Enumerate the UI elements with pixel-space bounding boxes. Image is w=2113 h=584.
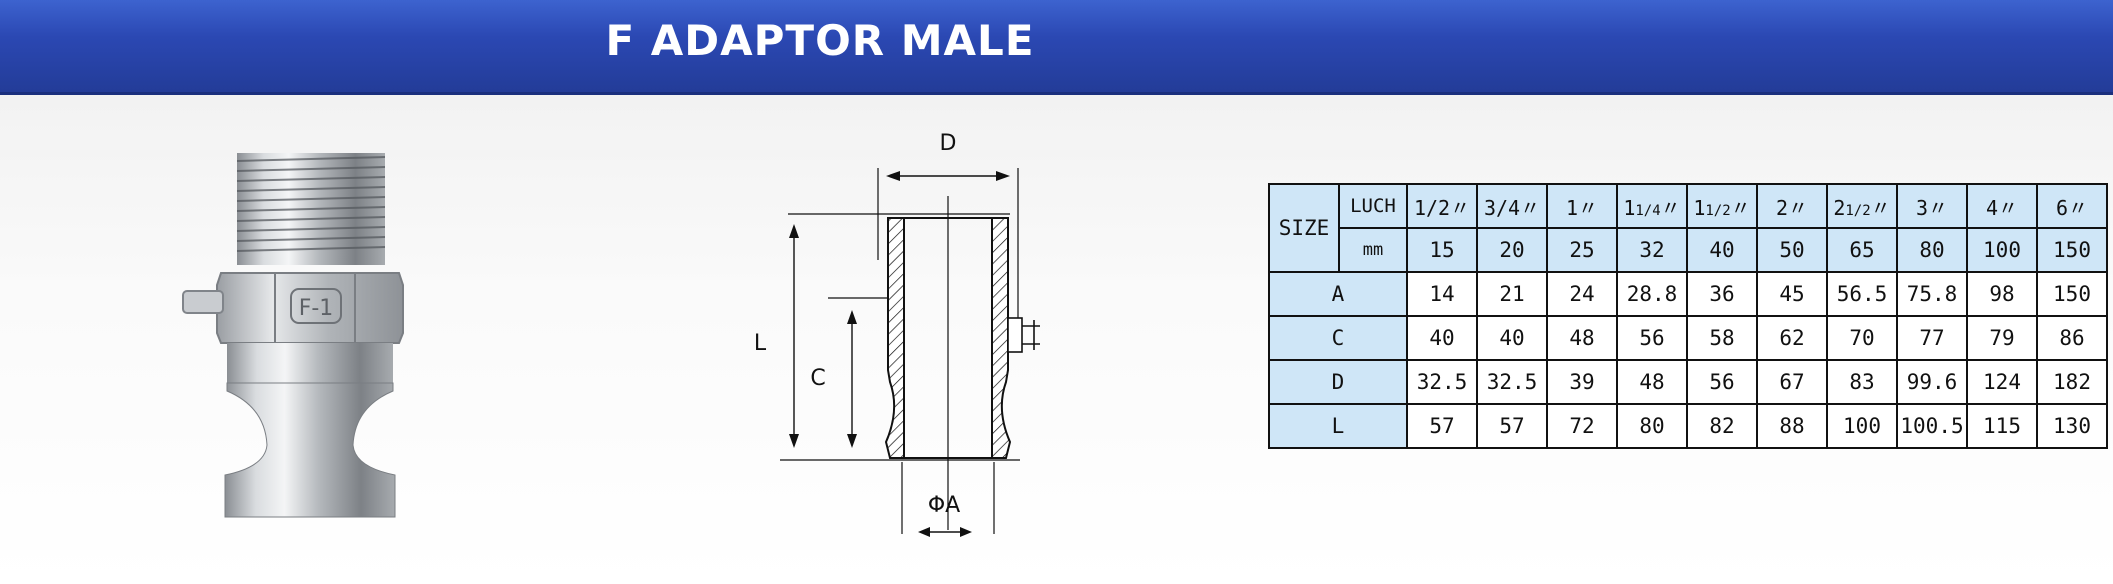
inch-size-5: 2〃 [1756, 183, 1828, 229]
table-cell: 75.8 [1896, 271, 1968, 317]
table-cell: 70 [1826, 315, 1898, 361]
dimension-label-c: C [810, 366, 825, 391]
technical-drawing: D L C ΦA [754, 131, 1040, 537]
table-cell: 62 [1756, 315, 1828, 361]
table-cell: 24 [1546, 271, 1618, 317]
table-cell: 56 [1686, 359, 1758, 405]
title-banner: F ADAPTOR MALE [0, 0, 2113, 95]
mm-size-6: 65 [1826, 227, 1898, 273]
row-label-a: A [1268, 271, 1408, 317]
inch-size-8: 4〃 [1966, 183, 2038, 229]
table-cell: 100.5 [1896, 403, 1968, 449]
table-cell: 130 [2036, 403, 2108, 449]
mm-size-7: 80 [1896, 227, 1968, 273]
table-cell: 100 [1826, 403, 1898, 449]
table-cell: 79 [1966, 315, 2038, 361]
table-cell: 45 [1756, 271, 1828, 317]
table-cell: 39 [1546, 359, 1618, 405]
product-photo: F-1 [182, 153, 404, 518]
page-title: F ADAPTOR MALE [605, 16, 1035, 65]
table-cell: 77 [1896, 315, 1968, 361]
mm-size-1: 20 [1476, 227, 1548, 273]
mm-size-9: 150 [2036, 227, 2108, 273]
mm-size-5: 50 [1756, 227, 1828, 273]
side-key [182, 290, 224, 314]
inch-size-2: 1〃 [1546, 183, 1618, 229]
mm-size-8: 100 [1966, 227, 2038, 273]
size-corner-label: SIZE [1268, 183, 1340, 273]
mm-size-4: 40 [1686, 227, 1758, 273]
table-cell: 28.8 [1616, 271, 1688, 317]
table-cell: 83 [1826, 359, 1898, 405]
mm-size-3: 32 [1616, 227, 1688, 273]
table-row: D 32.5 32.5 39 48 56 67 83 99.6 124 182 [1268, 359, 2108, 405]
row-label-l: L [1268, 403, 1408, 449]
table-cell: 88 [1756, 403, 1828, 449]
table-cell: 82 [1686, 403, 1758, 449]
inch-size-4: 11/2〃 [1686, 183, 1758, 229]
size-spec-table: SIZE LUCH 1/2〃 3/4〃 1〃 11/4〃 11/2〃 2〃 21… [1268, 183, 2108, 449]
table-cell: 48 [1546, 315, 1618, 361]
table-cell: 14 [1406, 271, 1478, 317]
mm-row-label: mm [1338, 227, 1408, 273]
hex-body: F-1 [216, 272, 404, 344]
inch-size-3: 11/4〃 [1616, 183, 1688, 229]
table-cell: 67 [1756, 359, 1828, 405]
dimension-label-d: D [940, 131, 957, 156]
inch-size-0: 1/2〃 [1406, 183, 1478, 229]
table-row: L 57 57 72 80 82 88 100 100.5 115 130 [1268, 403, 2108, 449]
mm-size-0: 15 [1406, 227, 1478, 273]
dimension-label-a: ΦA [928, 493, 960, 518]
row-label-d: D [1268, 359, 1408, 405]
table-cell: 57 [1476, 403, 1548, 449]
table-cell: 56.5 [1826, 271, 1898, 317]
dimension-label-l: L [754, 331, 767, 356]
table-cell: 32.5 [1406, 359, 1478, 405]
inch-size-9: 6〃 [2036, 183, 2108, 229]
thread-section [236, 153, 386, 265]
table-row: A 14 21 24 28.8 36 45 56.5 75.8 98 150 [1268, 271, 2108, 317]
table-cell: 98 [1966, 271, 2038, 317]
table-row: C 40 40 48 56 58 62 70 77 79 86 [1268, 315, 2108, 361]
table-cell: 182 [2036, 359, 2108, 405]
product-marking: F-1 [299, 296, 334, 321]
table-cell: 40 [1406, 315, 1478, 361]
inch-size-6: 21/2〃 [1826, 183, 1898, 229]
row-label-c: C [1268, 315, 1408, 361]
mm-size-2: 25 [1546, 227, 1618, 273]
table-cell: 57 [1406, 403, 1478, 449]
table-cell: 150 [2036, 271, 2108, 317]
inch-size-1: 3/4〃 [1476, 183, 1548, 229]
table-cell: 80 [1616, 403, 1688, 449]
table-cell: 99.6 [1896, 359, 1968, 405]
table-cell: 86 [2036, 315, 2108, 361]
table-cell: 36 [1686, 271, 1758, 317]
table-cell: 58 [1686, 315, 1758, 361]
table-cell: 32.5 [1476, 359, 1548, 405]
groove-body [224, 343, 396, 518]
table-cell: 124 [1966, 359, 2038, 405]
inch-size-7: 3〃 [1896, 183, 1968, 229]
table-cell: 40 [1476, 315, 1548, 361]
table-cell: 48 [1616, 359, 1688, 405]
table-cell: 21 [1476, 271, 1548, 317]
table-cell: 56 [1616, 315, 1688, 361]
table-cell: 115 [1966, 403, 2038, 449]
inch-row-label: LUCH [1338, 183, 1408, 229]
table-cell: 72 [1546, 403, 1618, 449]
